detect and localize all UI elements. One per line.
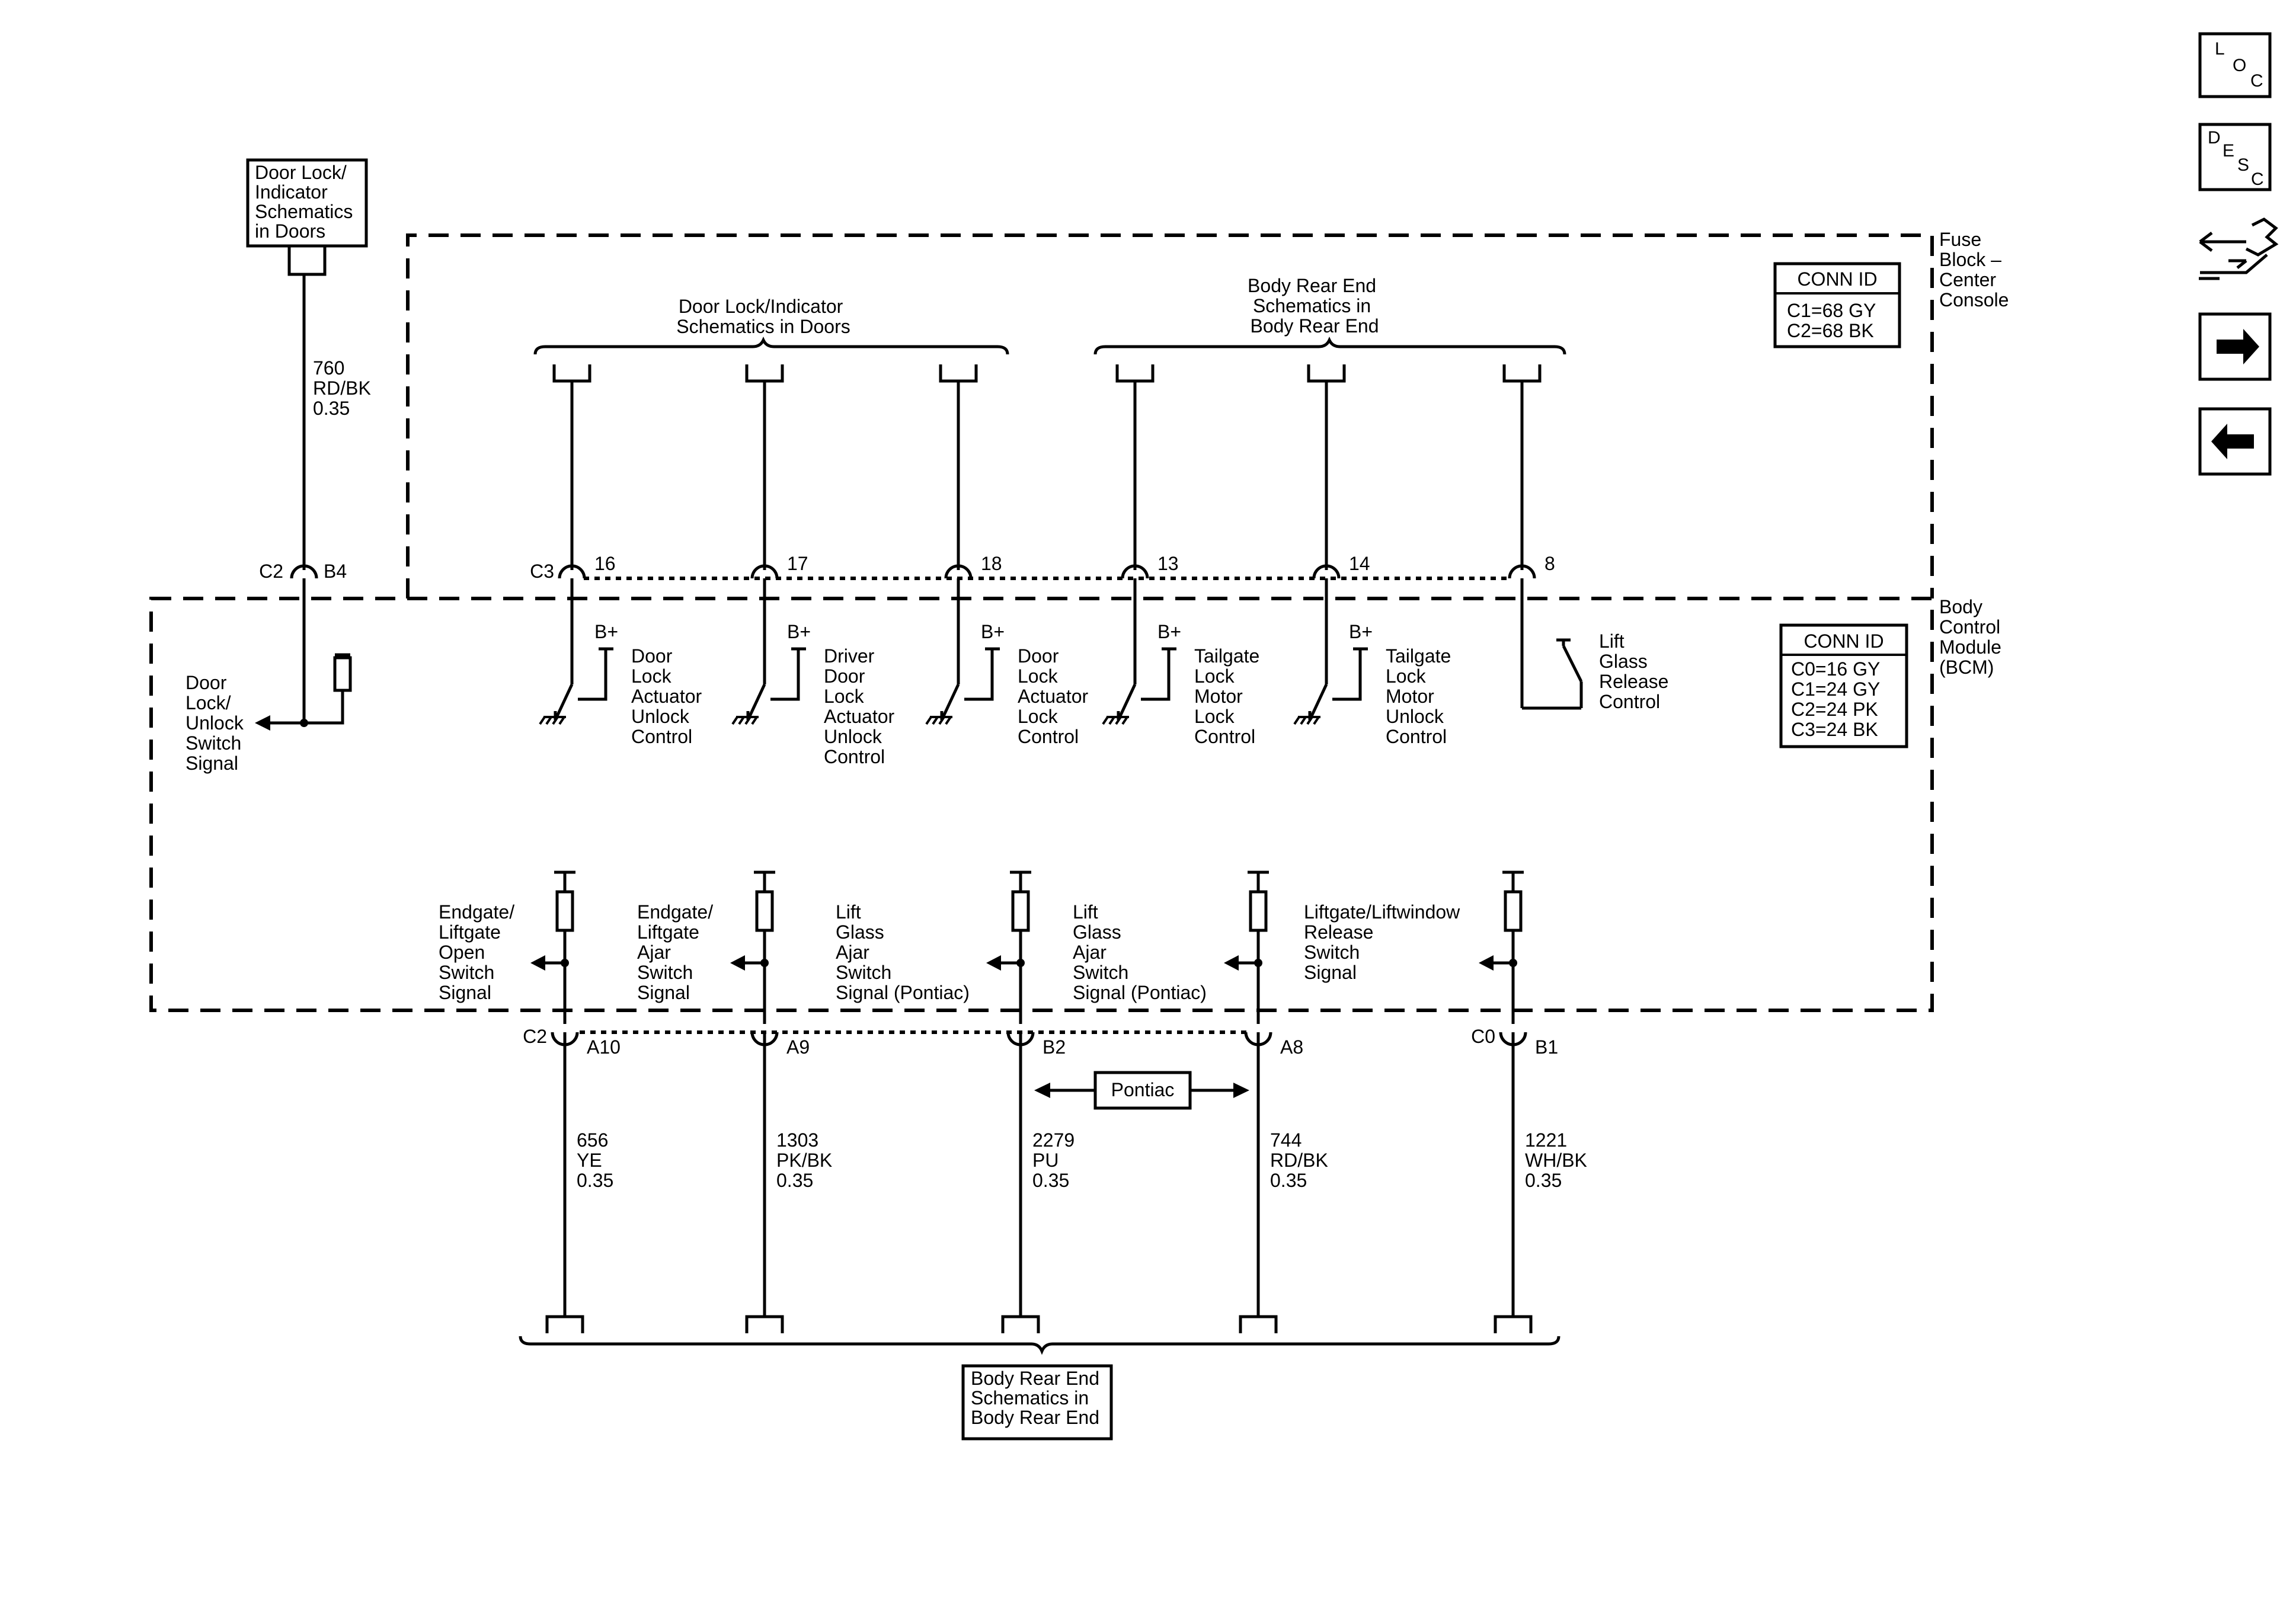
pin-17 bbox=[750, 564, 779, 579]
door-lock-schematic-ref-box[interactable]: Door Lock/ Indicator Schematics in Doors bbox=[246, 158, 368, 248]
svg-text:E: E bbox=[2223, 141, 2234, 161]
fuse-block-label: Fuse Block – Center Console bbox=[1939, 229, 2009, 311]
svg-text:C2=68 BK: C2=68 BK bbox=[1787, 320, 1874, 341]
bplus-label: B+ bbox=[787, 621, 811, 642]
wire-760-spec: 760 RD/BK 0.35 bbox=[313, 357, 376, 419]
pin-label: 16 bbox=[594, 553, 616, 574]
bcm-boundary bbox=[149, 597, 1934, 1012]
pin-label: A10 bbox=[587, 1036, 621, 1058]
door-lock-bracket bbox=[533, 336, 1009, 355]
svg-text:C0=16 GY: C0=16 GY bbox=[1791, 658, 1880, 680]
pin-c2-b4 bbox=[290, 564, 318, 579]
pin-14 bbox=[1312, 564, 1341, 579]
svg-text:O: O bbox=[2233, 56, 2246, 75]
pin-16 bbox=[558, 564, 586, 579]
bplus-label: B+ bbox=[981, 621, 1005, 642]
door-lock-header-label: Door Lock/Indicator Schematics in Doors bbox=[676, 296, 850, 337]
body-rear-schematic-ref-box[interactable]: Body Rear End Schematics in Body Rear En… bbox=[961, 1364, 1113, 1441]
svg-text:Body Rear End Schematics: Body Rear End Schematics in Body Rear En… bbox=[971, 1368, 1105, 1428]
connector-c2-label: C2 bbox=[259, 561, 283, 582]
bplus-label: B+ bbox=[594, 621, 618, 642]
pin-8 bbox=[1508, 564, 1536, 579]
bplus-label: B+ bbox=[1157, 621, 1181, 642]
pin-label: A9 bbox=[786, 1036, 810, 1058]
svg-text:CONN ID: CONN ID bbox=[1797, 268, 1877, 290]
connector-stub bbox=[287, 246, 327, 276]
previous-page-button[interactable] bbox=[2198, 407, 2272, 476]
svg-text:D: D bbox=[2208, 128, 2221, 148]
connector-label: C0 bbox=[1471, 1026, 1495, 1047]
svg-text:C3=24 BK: C3=24 BK bbox=[1791, 719, 1878, 740]
svg-text:C2=24 PK: C2=24 PK bbox=[1791, 699, 1878, 720]
pin-label: 14 bbox=[1349, 553, 1370, 574]
pin-13 bbox=[1121, 564, 1149, 579]
pin-label: 17 bbox=[787, 553, 808, 574]
body-rear-bottom-bracket bbox=[519, 1336, 1560, 1355]
body-rear-header-label: Body Rear End Schematics in Body Rear En… bbox=[1248, 275, 1382, 337]
svg-text:C: C bbox=[2250, 71, 2263, 91]
fuse-block-boundary bbox=[406, 233, 1934, 598]
svg-text:Pontiac: Pontiac bbox=[1111, 1079, 1175, 1100]
svg-text:CONN ID: CONN ID bbox=[1803, 630, 1884, 652]
pin-b4-label: B4 bbox=[324, 561, 347, 582]
svg-text:C: C bbox=[2251, 169, 2264, 189]
pin-label: 18 bbox=[981, 553, 1002, 574]
pin-label: B2 bbox=[1043, 1036, 1066, 1058]
pin-label: 13 bbox=[1157, 553, 1179, 574]
conn-id-table-bcm: CONN ID C0=16 GY C1=24 GY C2=24 PK C3=24… bbox=[1779, 623, 1908, 748]
pin-label: A8 bbox=[1280, 1036, 1303, 1058]
svg-text:L: L bbox=[2215, 39, 2225, 59]
wiring-component-icon[interactable] bbox=[2199, 217, 2279, 280]
pin-label: B1 bbox=[1535, 1036, 1558, 1058]
svg-text:C1=24 GY: C1=24 GY bbox=[1791, 678, 1880, 700]
pin-label: 8 bbox=[1544, 553, 1555, 574]
bplus-label: B+ bbox=[1349, 621, 1373, 642]
next-page-button[interactable] bbox=[2198, 312, 2272, 381]
signal-arrow bbox=[255, 715, 270, 731]
svg-text:S: S bbox=[2237, 155, 2249, 175]
body-rear-top-bracket bbox=[1093, 336, 1566, 355]
pontiac-option-indicator: Pontiac bbox=[1034, 1071, 1249, 1110]
conn-id-table-fuse-block: CONN ID C1=68 GY C2=68 BK bbox=[1773, 262, 1901, 348]
location-nav-button[interactable]: L O C bbox=[2198, 32, 2272, 98]
svg-text:C1=68 GY: C1=68 GY bbox=[1787, 300, 1876, 321]
door-lock-switch-signal-label: Door Lock/ Unlock Switch Signal bbox=[186, 672, 249, 774]
connector-label: C2 bbox=[523, 1026, 547, 1047]
pin-18 bbox=[944, 564, 973, 579]
description-nav-button[interactable]: D E S C bbox=[2198, 123, 2272, 191]
bcm-label: Body Control Module (BCM) bbox=[1939, 596, 2007, 678]
svg-text:Door Lock/ Indicator: Door Lock/ Indicator Schematics in Doors bbox=[255, 162, 358, 242]
connector-c3-label: C3 bbox=[530, 561, 554, 582]
